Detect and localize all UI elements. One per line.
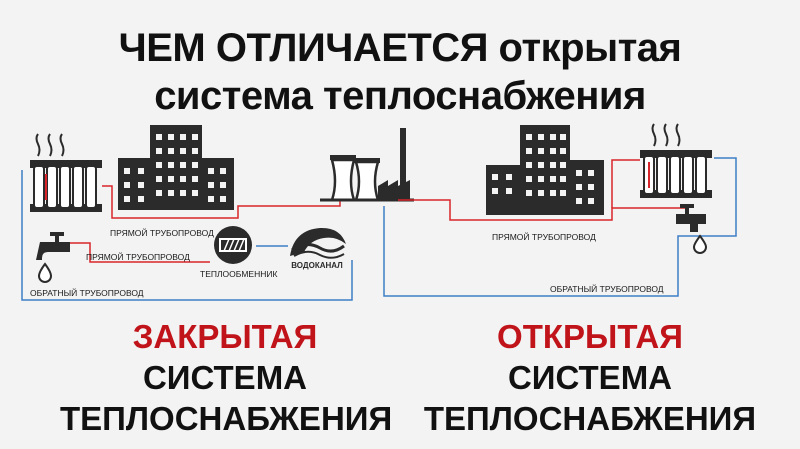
right-return-pipe — [383, 157, 737, 297]
left-supply-pipe-tap — [70, 242, 210, 263]
radiator-left-icon — [30, 133, 102, 212]
right-supply-label: ПРЯМОЙ ТРУБОПРОВОД — [492, 231, 596, 242]
radiator-right-icon — [640, 123, 712, 198]
left-pipes — [21, 170, 353, 301]
right-return-label: ОБРАТНЫЙ ТРУБОПРОВОД — [550, 283, 664, 294]
right-supply-pipe — [398, 199, 688, 221]
buildings-right-icon — [486, 125, 604, 215]
left-supply-label-top: ПРЯМОЙ ТРУБОПРОВОД — [110, 227, 214, 238]
heat-exchanger-icon — [214, 226, 252, 264]
vodokanal-logo-icon: ВОДОКАНАЛ — [290, 227, 346, 270]
tap-left-icon — [36, 232, 70, 283]
power-plant-icon — [320, 128, 414, 202]
closed-system-line3: ТЕПЛОСНАБЖЕНИЯ — [60, 400, 393, 437]
open-system-word: ОТКРЫТАЯ — [497, 318, 683, 355]
right-supply-pipe-radiator — [611, 159, 640, 208]
heat-exchanger-label: ТЕПЛООБМЕННИК — [200, 269, 277, 279]
left-supply-label-bottom: ПРЯМОЙ ТРУБОПРОВОД — [86, 251, 190, 262]
open-system-line2: СИСТЕМА — [507, 359, 673, 396]
title-line-2: система теплоснабжения — [154, 74, 646, 118]
title-line-1: ЧЕМ ОТЛИЧАЕТСЯ открытая — [118, 26, 682, 70]
left-return-label: ОБРАТНЫЙ ТРУБОПРОВОД — [30, 287, 144, 298]
closed-system-line2: СИСТЕМА — [142, 359, 308, 396]
vodokanal-label: ВОДОКАНАЛ — [291, 261, 343, 270]
open-system-line3: ТЕПЛОСНАБЖЕНИЯ — [423, 400, 757, 437]
left-return-pipe — [21, 170, 353, 301]
closed-system-caption: ЗАКРЫТАЯ СИСТЕМА ТЕПЛОСНАБЖЕНИЯ — [60, 316, 393, 439]
left-supply-pipe-radiator — [102, 185, 341, 219]
closed-system-word: ЗАКРЫТАЯ — [132, 318, 318, 355]
tap-right-icon — [676, 204, 708, 254]
buildings-left-icon — [118, 125, 234, 210]
open-system-caption: ОТКРЫТАЯ СИСТЕМА ТЕПЛОСНАБЖЕНИЯ — [410, 316, 770, 439]
right-pipes — [383, 157, 737, 297]
